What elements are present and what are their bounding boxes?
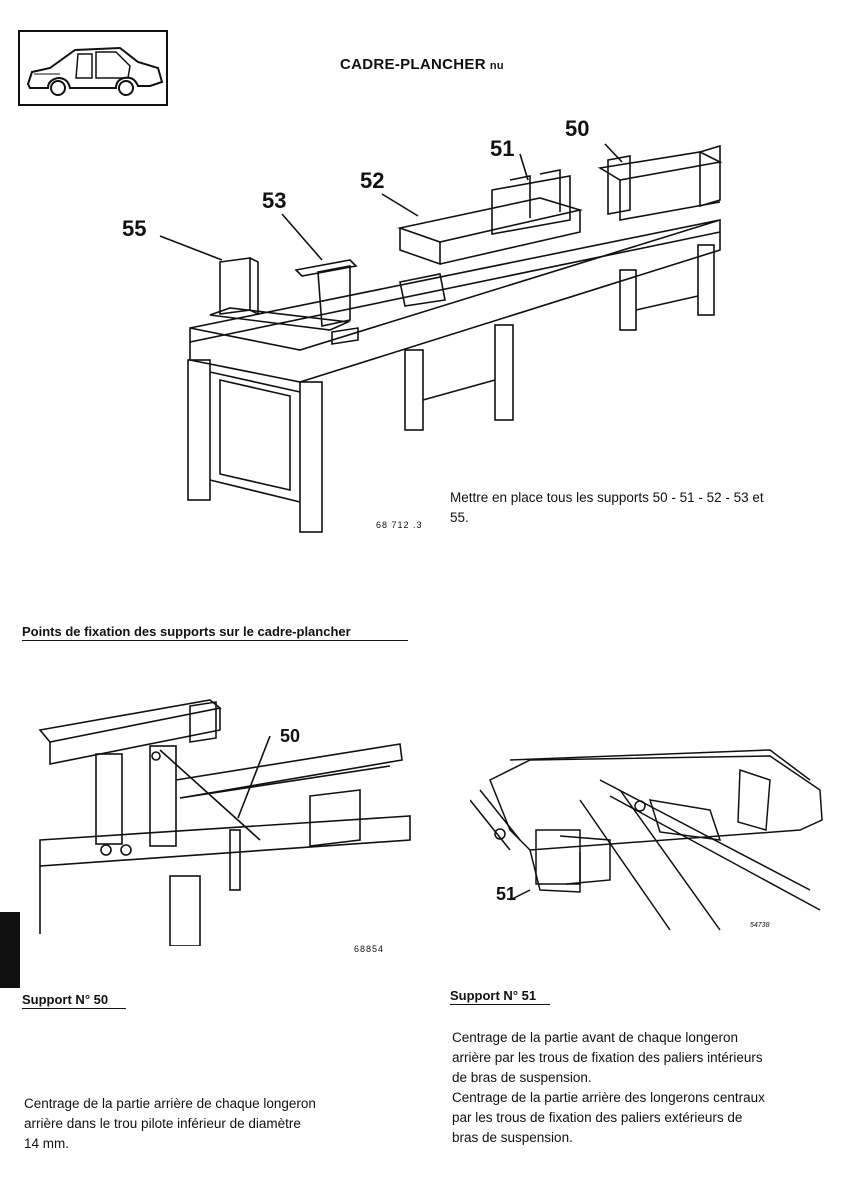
support-51-p2-line2: par les trous de fixation des paliers ex… [452, 1110, 743, 1125]
support-51-p2-line3: bras de suspension. [452, 1130, 573, 1145]
support-51-p1-line1: Centrage de la partie avant de chaque lo… [452, 1030, 738, 1045]
support-50-heading: Support N° 50 [22, 992, 126, 1009]
figure-caption-line1: Mettre en place tous les supports 50 - 5… [450, 490, 764, 505]
left-photo-label-50: 50 [280, 726, 301, 746]
support-50-text-line1: Centrage de la partie arrière de chaque … [24, 1096, 316, 1111]
support-50-text-line2: arrière dans le trou pilote inférieur de… [24, 1116, 301, 1131]
page-edge-marker [0, 912, 20, 988]
support-50-text-line3: 14 mm. [24, 1136, 70, 1151]
support-50-photo [30, 690, 412, 946]
right-photo-ref: 54738 [750, 922, 770, 929]
support-51-p1-line2: arrière par les trous de fixation des pa… [452, 1050, 763, 1065]
support-50-text: Centrage de la partie arrière de chaque … [24, 1094, 388, 1154]
page-title-suffix: nu [489, 60, 504, 72]
support-51-heading: Support N° 51 [450, 988, 550, 1005]
support-51-p2-line1: Centrage de la partie arrière des longer… [452, 1090, 765, 1105]
support-label-51: 51 [490, 136, 515, 161]
figure-caption: Mettre en place tous les supports 50 - 5… [450, 488, 850, 528]
car-silhouette-icon [26, 46, 164, 96]
support-label-50: 50 [565, 116, 590, 141]
frame-diagram [159, 143, 723, 533]
support-51-p1-line3: de bras de suspension. [452, 1070, 592, 1085]
support-label-53: 53 [262, 188, 287, 213]
support-51-photo [470, 740, 836, 936]
support-51-text: Centrage de la partie avant de chaque lo… [452, 1028, 842, 1148]
right-photo-label-51: 51 [496, 884, 517, 904]
support-label-52: 52 [360, 168, 385, 193]
figure-caption-line2: 55. [450, 510, 469, 525]
support-label-55: 55 [122, 216, 147, 241]
car-logo-box [18, 30, 168, 106]
figure-ref-top: 68 712 .3 [376, 520, 423, 530]
section-heading: Points de fixation des supports sur le c… [22, 624, 408, 641]
left-photo-ref: 68854 [354, 944, 385, 954]
